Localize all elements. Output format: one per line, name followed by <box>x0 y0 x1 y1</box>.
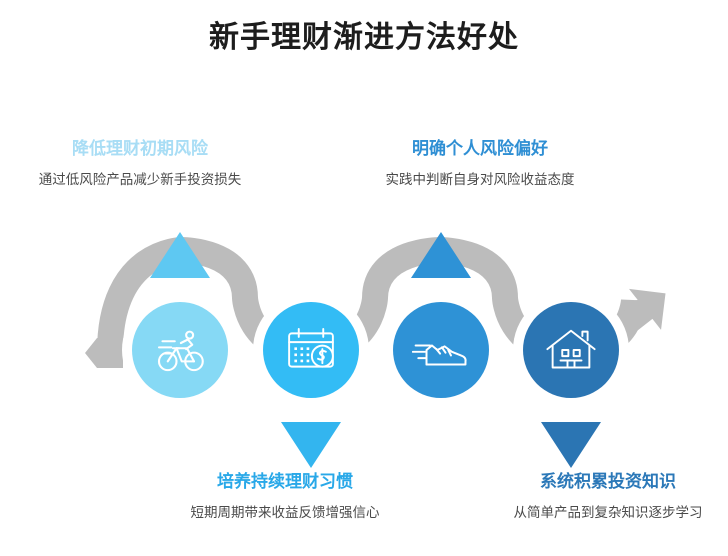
step-1-circle[interactable] <box>132 302 228 398</box>
calendar-dollar-icon <box>288 328 334 368</box>
callout-step-4-subline: 从简单产品到复杂知识逐步学习 <box>513 505 703 520</box>
page-title: 新手理财渐进方法好处 <box>209 21 519 54</box>
arrow-down-step-4-icon <box>541 422 601 468</box>
arrow-up-step-1-icon <box>150 232 210 278</box>
callout-step-1-headline: 降低理财初期风险 <box>72 139 208 158</box>
step-4-circle[interactable] <box>523 302 619 398</box>
callout-step-4: 系统积累投资知识 从简单产品到复杂知识逐步学习 <box>468 470 728 524</box>
house-icon <box>546 329 596 369</box>
running-shoe-icon <box>412 344 467 366</box>
callout-step-1-subline: 通过低风险产品减少新手投资损失 <box>38 172 242 187</box>
step-3-circle[interactable] <box>393 302 489 398</box>
callout-step-2: 培养持续理财习惯 短期周期带来收益反馈增强信心 <box>145 470 425 524</box>
step-2-circle[interactable] <box>263 302 359 398</box>
callout-step-4-headline: 系统积累投资知识 <box>540 472 676 491</box>
bicycle-icon <box>157 330 204 372</box>
callout-step-2-subline: 短期周期带来收益反馈增强信心 <box>190 505 380 520</box>
callout-step-3-headline: 明确个人风险偏好 <box>412 139 548 158</box>
arrow-down-step-2-icon <box>281 422 341 468</box>
arrow-up-step-3-icon <box>411 232 471 278</box>
callout-step-3: 明确个人风险偏好 实践中判断自身对风险收益态度 <box>340 137 620 191</box>
callout-step-2-headline: 培养持续理财习惯 <box>217 472 353 491</box>
callout-step-3-subline: 实践中判断自身对风险收益态度 <box>385 172 575 187</box>
ribbon-start-arrow-icon <box>85 338 123 368</box>
callout-step-1: 降低理财初期风险 通过低风险产品减少新手投资损失 <box>0 137 280 191</box>
